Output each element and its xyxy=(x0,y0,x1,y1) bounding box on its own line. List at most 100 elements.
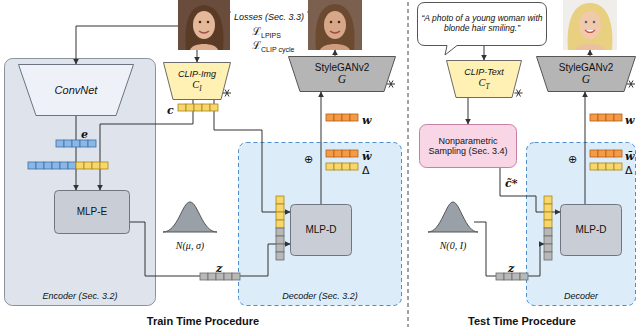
math-symbol: G xyxy=(582,73,590,85)
style-vector xyxy=(598,114,606,121)
frozen-icon xyxy=(387,81,395,88)
generated-photo xyxy=(563,0,617,50)
clip-vector xyxy=(276,212,284,220)
text-holder: StyleGANv2G xyxy=(536,56,636,92)
clip-vector xyxy=(186,104,194,111)
flow-arrow xyxy=(335,50,336,56)
clip-vector xyxy=(76,162,84,169)
vector-name: c xyxy=(167,104,174,117)
node-text: Encoder (Sec. 3.2) xyxy=(42,291,117,301)
delta-vector xyxy=(326,163,334,170)
generator-block: StyleGANv2G xyxy=(536,56,636,92)
mlp-box: MLP-E xyxy=(54,190,130,234)
label-group: w xyxy=(362,110,371,128)
latent-vector xyxy=(544,236,552,244)
reconstructed-photo xyxy=(308,0,362,50)
frozen-icon xyxy=(223,90,231,97)
distribution-name: N(μ, σ) xyxy=(176,240,204,251)
style-vector xyxy=(326,114,358,121)
arrow-connector xyxy=(321,92,322,204)
label-group: e xyxy=(81,124,88,142)
latent-vector xyxy=(520,273,528,280)
input-photo xyxy=(199,21,202,24)
reconstructed-photo xyxy=(330,21,333,24)
clip-vector xyxy=(84,162,92,169)
prompt-bubble: “A photo of a young woman with blonde ha… xyxy=(417,2,547,46)
loss-name: LPIPS xyxy=(261,32,281,39)
operator-symbol: Δ xyxy=(625,164,633,177)
vector-name: c̃* xyxy=(505,177,517,190)
generated-photo xyxy=(563,0,617,50)
delta-vector xyxy=(614,163,622,170)
clip-text-encoder: CLIP-TextCT xyxy=(446,60,522,98)
operator-symbol: ⊕ xyxy=(568,153,577,166)
style-vector xyxy=(598,150,606,157)
latent-vector xyxy=(276,244,284,252)
clip-vector xyxy=(276,204,284,212)
reconstructed-photo xyxy=(338,21,341,24)
loss-symbol: ℒ xyxy=(252,25,261,38)
loss-heading: Losses (Sec. 3.3) xyxy=(234,12,304,22)
text-holder: CLIP-TextCT xyxy=(446,60,522,98)
arrow-connector xyxy=(468,98,469,124)
embedding-vector xyxy=(56,140,64,147)
style-vector xyxy=(606,150,614,157)
frozen-icon xyxy=(515,90,523,97)
node-text: MLP-E xyxy=(77,206,108,218)
math-symbol: G xyxy=(338,73,346,85)
input-photo xyxy=(185,5,223,50)
arrow-connector xyxy=(76,116,77,190)
flow-arrow xyxy=(474,222,544,276)
embedding-vector xyxy=(80,140,88,147)
clip-vector xyxy=(544,196,552,228)
style-vector xyxy=(334,114,342,121)
text-holder: StyleGANv2G xyxy=(288,56,396,92)
mlp-box-shape xyxy=(291,205,352,256)
generated-photo xyxy=(579,11,601,39)
clip-text-encoder-shape xyxy=(447,61,522,98)
mlp-box-shape xyxy=(561,205,622,256)
input-photo xyxy=(207,21,210,24)
latent-vector xyxy=(276,236,284,244)
flow-arrow xyxy=(76,26,590,276)
delta-vector xyxy=(342,163,350,170)
style-vector xyxy=(350,150,358,157)
mlp-box-shape xyxy=(55,191,130,234)
node-text: MLP-D xyxy=(575,224,606,236)
arrow-connector xyxy=(585,92,586,204)
embedding-vector xyxy=(36,162,44,169)
generated-photo xyxy=(585,30,595,33)
style-vector xyxy=(350,114,358,121)
label-group: ℒCLIP cycle xyxy=(252,35,294,54)
vector-name: e xyxy=(81,128,88,141)
clip-vector xyxy=(276,220,284,228)
math-symbol: CI xyxy=(192,79,201,92)
label-group: c̃* xyxy=(505,173,517,191)
decoder-band: Decoder (Sec. 3.2)MLP-D xyxy=(238,142,402,306)
clip-vector xyxy=(210,104,218,111)
convnet-block-shape xyxy=(19,65,134,116)
gaussian-curve xyxy=(428,202,478,232)
latent-vector xyxy=(200,273,208,280)
style-vector xyxy=(342,114,350,121)
latent-vector xyxy=(544,228,552,236)
encoder-band: Encoder (Sec. 3.2) ConvNetMLP-E xyxy=(4,58,156,306)
node-text: Nonparametric Sampling (Sec. 3.4) xyxy=(423,136,513,157)
clip-vector xyxy=(100,162,108,169)
distribution-name: N(0, I) xyxy=(440,240,467,251)
style-vector xyxy=(590,114,622,121)
node-text: MLP-D xyxy=(305,224,336,236)
frozen-icon xyxy=(387,81,395,88)
math-symbol: G xyxy=(338,73,346,86)
math-subscript: I xyxy=(199,85,201,93)
label-group: w xyxy=(625,110,634,128)
clip-vector xyxy=(178,104,186,111)
label-group: z xyxy=(508,258,514,276)
panel-title: Test Time Procedure xyxy=(468,315,576,327)
text-holder: CLIP-ImgCI xyxy=(163,62,231,100)
node-text: CLIP-Text xyxy=(464,67,504,77)
text-holder: ConvNet xyxy=(18,64,134,116)
